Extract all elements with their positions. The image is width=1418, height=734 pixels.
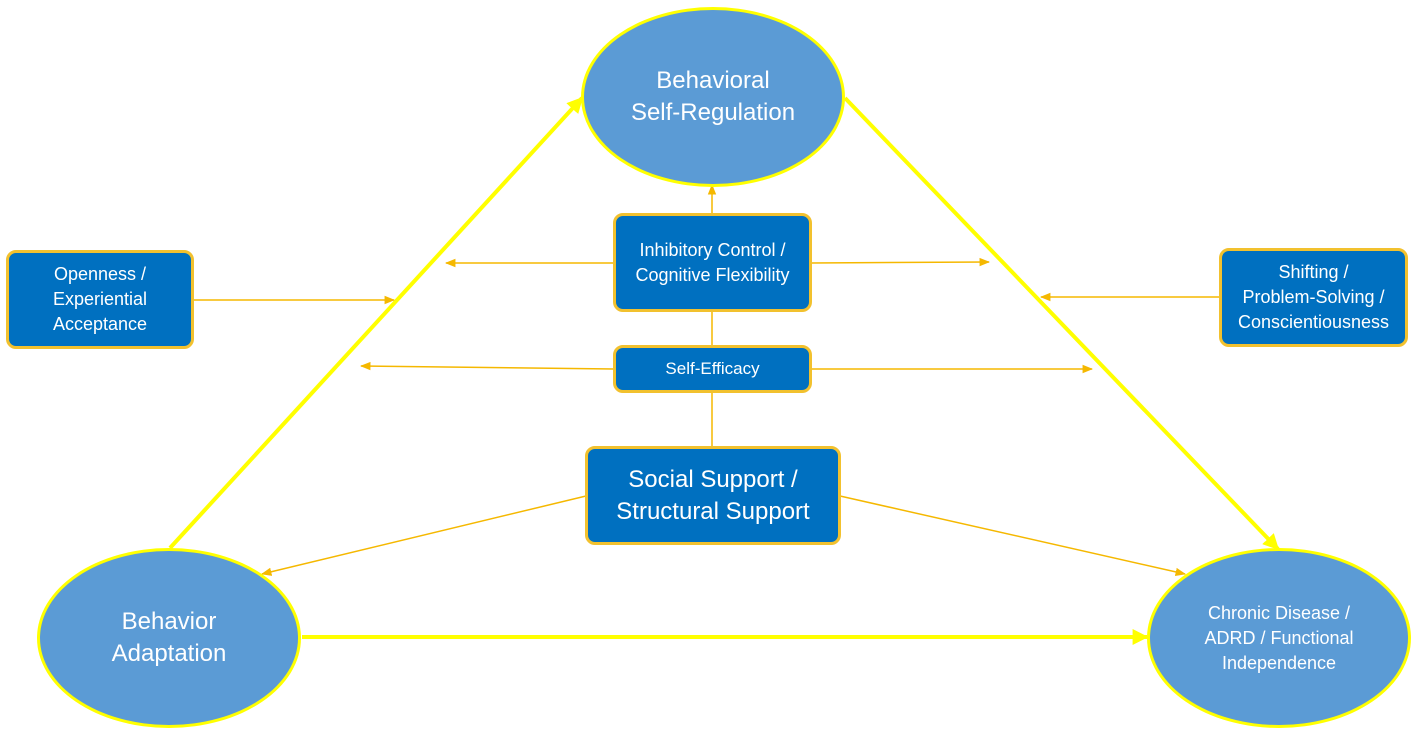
shifting-label: Shifting / Problem-Solving / Conscientio…: [1237, 262, 1390, 332]
chronic-disease-node: Chronic Disease / ADRD / Functional Inde…: [1147, 548, 1411, 728]
arrow-self-efficacy-to-left-path: [359, 361, 615, 371]
self-efficacy-box: Self-Efficacy: [613, 345, 812, 393]
behavior-adaptation-node: Behavior Adaptation: [37, 548, 301, 728]
shifting-box: Shifting / Problem-Solving / Conscientio…: [1219, 248, 1408, 347]
behavioral-self-regulation-label: Behavioral Self-Regulation: [630, 67, 796, 126]
self-efficacy-label: Self-Efficacy: [665, 359, 760, 378]
inhibitory-control-box: Inhibitory Control / Cognitive Flexibili…: [613, 213, 812, 312]
arrow-social-support-to-chronic-disease: [839, 495, 1187, 577]
social-support-box: Social Support / Structural Support: [585, 446, 841, 545]
chronic-disease-label: Chronic Disease / ADRD / Functional Inde…: [1204, 602, 1354, 673]
arrow-adaptation-to-self-regulation: [168, 96, 584, 550]
openness-label: Openness / Experiential Acceptance: [52, 264, 148, 334]
openness-box: Openness / Experiential Acceptance: [6, 250, 194, 349]
arrow-inhibitory-to-right-path: [810, 257, 991, 267]
arrow-self-regulation-to-chronic-disease: [843, 96, 1280, 551]
behavioral-self-regulation-node: Behavioral Self-Regulation: [581, 7, 845, 187]
inhibitory-control-label: Inhibitory Control / Cognitive Flexibili…: [635, 239, 790, 285]
arrow-social-support-to-adaptation: [260, 495, 587, 576]
behavior-adaptation-label: Behavior Adaptation: [111, 608, 227, 667]
social-support-label: Social Support / Structural Support: [616, 465, 810, 525]
